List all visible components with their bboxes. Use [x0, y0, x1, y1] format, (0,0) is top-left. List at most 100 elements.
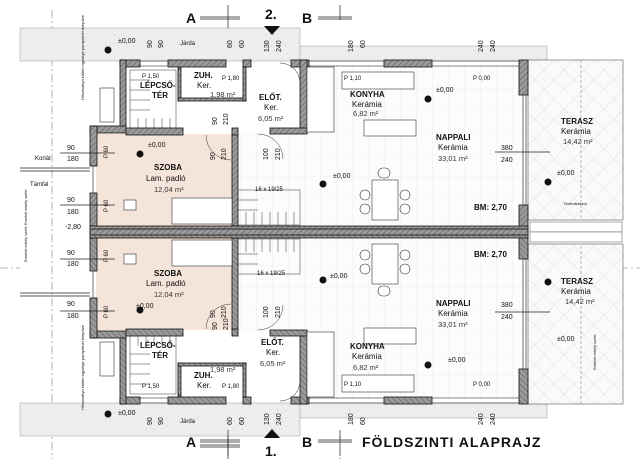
- terrace: [527, 59, 624, 221]
- level-label: ±0,00: [436, 87, 454, 94]
- kitchen-parapet: P 1,10: [344, 382, 362, 388]
- shower-name: ZUH.: [194, 71, 213, 80]
- dim-label: 240: [478, 413, 485, 425]
- dim-label: 210: [223, 113, 230, 125]
- stair-spec: 16 x 19/25: [257, 271, 286, 277]
- parapet-wall-label: Támfal: [30, 182, 48, 188]
- dim-label: 60: [239, 40, 246, 48]
- bedroom-area: 12,04 m²: [154, 185, 184, 194]
- terrace-name: TERASZ: [561, 277, 593, 286]
- divider-label: Térelválasztó: [563, 201, 588, 206]
- view-mark-2: 2.: [265, 6, 277, 22]
- bedroom-floor: Lam. padló: [146, 174, 186, 183]
- dim-label: 90: [212, 117, 219, 125]
- dim-label: 180: [67, 261, 79, 268]
- shower-floor: Ker.: [197, 381, 211, 390]
- stair-parapet: P 1,50: [142, 384, 160, 390]
- dim-label: 380: [501, 145, 513, 152]
- terrace-floor: Kerámia: [561, 287, 591, 296]
- dim-label: 90: [67, 301, 75, 308]
- hall-area: 6,05 m²: [260, 359, 286, 368]
- dim-label: 210: [221, 306, 228, 318]
- kitchen-area: 6,82 m²: [353, 363, 379, 372]
- section-mark-b: B: [302, 10, 312, 26]
- hall-floor: Ker.: [264, 103, 278, 112]
- bedroom-parapet: P 60: [104, 305, 110, 318]
- axis-lines: [0, 10, 640, 459]
- section-mark-b: B: [302, 434, 312, 450]
- balcony-edge-label: Emeleti erkély széle: [23, 189, 28, 225]
- level-marker-icons: [104, 46, 552, 188]
- section-mark-a: A: [186, 434, 196, 450]
- shower-name: ZUH.: [194, 371, 213, 380]
- kitchen-name: KONYHA: [350, 90, 385, 99]
- hall-name: ELŐT.: [259, 93, 282, 102]
- level-label: ±0,00: [148, 142, 166, 149]
- level-label: ±0,00: [557, 336, 575, 343]
- railing-label: Korlát: [35, 156, 51, 162]
- shower-area: 1,98 m²: [210, 90, 236, 99]
- stair-name: LÉPCSŐ-: [140, 341, 176, 350]
- terrace-name: TERASZ: [561, 117, 593, 126]
- shower-parapet: P 1,80: [222, 76, 240, 82]
- terrace-area: 14,42 m²: [563, 137, 593, 146]
- dim-label: 60: [227, 40, 234, 48]
- stair-name: TÉR: [152, 91, 168, 100]
- walkway-label: Járda: [180, 419, 196, 425]
- walkway: [19, 27, 301, 62]
- dim-label: 130: [264, 40, 271, 52]
- labels-lower: SZOBA Lam. padló 12,04 m² ±0,00 P 60 P 6…: [23, 226, 597, 459]
- dim-label: 180: [67, 156, 79, 163]
- living-area: 33,01 m²: [438, 320, 468, 329]
- dim-label: 180: [348, 40, 355, 52]
- living-parapet: P 0,00: [473, 382, 491, 388]
- stairs: [129, 69, 301, 226]
- dim-label: 240: [501, 157, 513, 164]
- stair-spec: 16 x 19/25: [255, 187, 284, 193]
- walkway-label: Járda: [180, 41, 196, 47]
- bedroom-name: SZOBA: [154, 163, 182, 172]
- living-parapet: P 0,00: [473, 76, 491, 82]
- dim-label: 180: [67, 313, 79, 320]
- ceiling-height: BM: 2,70: [474, 250, 507, 259]
- living-name: NAPPALI: [436, 299, 471, 308]
- dim-label: 210: [223, 318, 230, 330]
- level-label: ±0,00: [333, 173, 351, 180]
- hall-area: 6,05 m²: [258, 114, 284, 123]
- dim-label: 100: [263, 306, 270, 318]
- section-mark-a: A: [186, 10, 196, 26]
- kitchen-floor: Kerámia: [352, 100, 382, 109]
- balcony-edge-label: Emeleti erkély széle: [23, 226, 28, 262]
- bedroom-parapet: P 60: [104, 249, 110, 262]
- kitchen-name: KONYHA: [350, 342, 385, 351]
- dim-label: 210: [221, 148, 228, 160]
- dim-label: 240: [490, 40, 497, 52]
- level-label: ±0,00: [330, 273, 348, 280]
- dim-label: 100: [263, 148, 270, 160]
- dim-label: 90: [158, 417, 165, 425]
- living-name: NAPPALI: [436, 133, 471, 142]
- living-floor-label: Kerámia: [438, 309, 468, 318]
- dim-label: 90: [210, 152, 217, 160]
- party-wall: [89, 228, 529, 236]
- dim-label: 380: [501, 302, 513, 309]
- dim-label: 240: [276, 413, 283, 425]
- heat-pump-note: Hőszivattyú kültéri egysége parapetnél t…: [80, 324, 85, 410]
- dim-label: 240: [276, 40, 283, 52]
- terrace-floor: Kerámia: [561, 127, 591, 136]
- dim-label: 90: [158, 40, 165, 48]
- stair-parapet: P 1,50: [142, 74, 160, 80]
- dim-label: 210: [275, 148, 282, 160]
- level-label: ±0,00: [448, 357, 466, 364]
- kitchen-parapet: P 1,10: [344, 76, 362, 82]
- bedroom-parapet: P 60: [104, 199, 110, 212]
- view-mark-1: 1.: [265, 443, 277, 459]
- dim-label: 240: [478, 40, 485, 52]
- shower-area: 1,98 m²: [210, 365, 236, 374]
- labels-upper: A 2. B ±0,00 Járda 90 90 60 60 130 240 1…: [23, 6, 593, 231]
- dim-label: 90: [147, 417, 154, 425]
- dim-label: 90: [67, 145, 75, 152]
- bedroom-name: SZOBA: [154, 269, 182, 278]
- dim-label: 60: [360, 40, 367, 48]
